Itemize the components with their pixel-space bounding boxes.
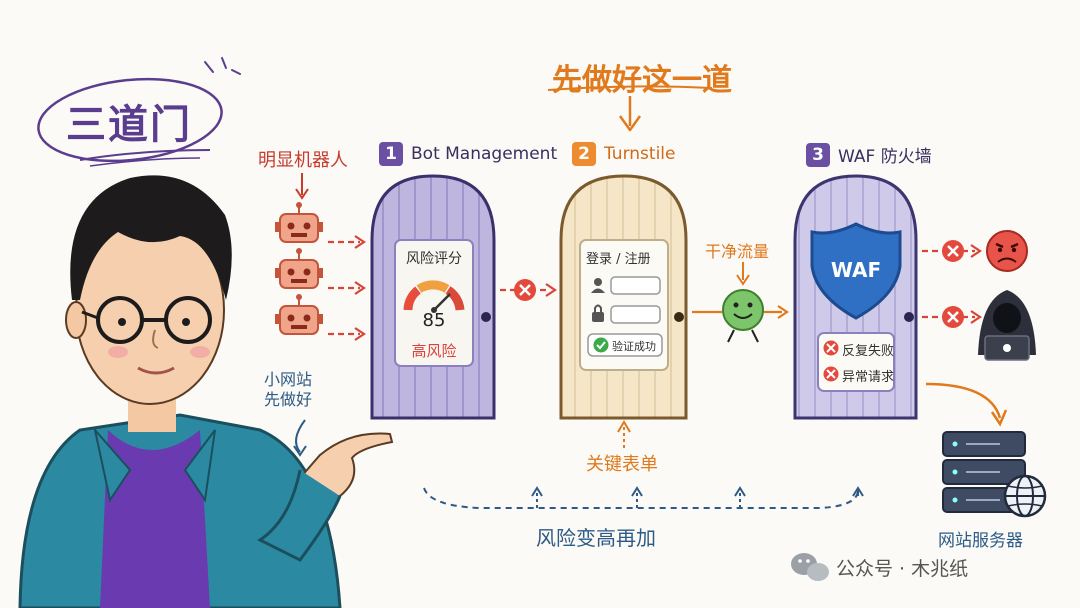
small-site-note-line2: 先做好 — [264, 390, 313, 409]
risk-increase-label: 风险变高再加 — [536, 526, 656, 550]
server-arrow — [925, 382, 1008, 427]
door3-name: WAF 防火墙 — [838, 147, 932, 167]
door1-title: 1 Bot Management — [379, 142, 557, 166]
door3-number: 3 — [806, 142, 830, 167]
page-title: 三道门 — [66, 102, 192, 148]
robot-icon — [275, 294, 323, 335]
waf-block-arrows — [922, 240, 982, 328]
waf-item-abnormal-request: 异常请求 — [842, 370, 895, 385]
x-icon — [514, 279, 536, 301]
risk-score-title: 风险评分 — [406, 251, 462, 267]
clean-traffic-label: 干净流量 — [705, 242, 770, 261]
robot-arrows — [328, 235, 366, 341]
door3-title: 3 WAF 防火墙 — [806, 142, 932, 167]
gauge-icon — [403, 280, 465, 313]
small-site-note: 小网站 先做好 — [264, 370, 312, 410]
bots-label: 明显机器人 — [258, 150, 348, 171]
door-bot-management — [370, 174, 496, 420]
server-label: 网站服务器 — [938, 531, 1023, 551]
waf-item-repeated-failure: 反复失败 — [842, 344, 895, 359]
x-icon — [823, 340, 839, 356]
risk-level-label: 高风险 — [411, 342, 457, 360]
top-note-arrow — [547, 85, 713, 132]
user-icon — [591, 278, 605, 293]
smiley-icon — [722, 289, 764, 343]
key-forms-label: 关键表单 — [586, 454, 658, 475]
door2-name: Turnstile — [604, 144, 676, 164]
server-icon — [942, 431, 1026, 513]
clean-traffic-arrow — [692, 262, 789, 319]
blocked-arrow — [500, 279, 557, 301]
check-icon — [593, 337, 609, 353]
small-site-note-line1: 小网站 — [264, 370, 313, 389]
shield-icon — [810, 222, 902, 320]
angry-face-icon — [986, 230, 1028, 272]
lock-icon — [592, 304, 604, 322]
verify-success-label: 验证成功 — [612, 340, 656, 353]
login-register-title: 登录 / 注册 — [586, 252, 651, 267]
robot-icon — [275, 202, 323, 243]
door-turnstile — [559, 174, 688, 420]
risk-increase-line — [423, 486, 864, 509]
x-icon — [823, 366, 839, 382]
waf-shield-label: WAF — [830, 258, 882, 282]
small-site-arrow — [293, 419, 307, 457]
wechat-icon — [791, 553, 829, 581]
door1-number: 1 — [379, 142, 403, 166]
person-illustration — [18, 175, 394, 608]
key-forms-arrow — [617, 420, 631, 448]
top-note: 先做好这一道 — [552, 63, 732, 98]
bots-arrow — [295, 173, 309, 200]
risk-score-value: 85 — [422, 310, 446, 331]
title-circle — [37, 57, 241, 167]
hacker-icon — [978, 290, 1036, 361]
door2-title: 2 Turnstile — [572, 142, 675, 166]
robot-icon — [275, 248, 323, 289]
door1-name: Bot Management — [411, 144, 558, 164]
watermark: 公众号 · 木兆纸 — [836, 558, 969, 580]
door2-number: 2 — [572, 142, 596, 166]
door-waf — [793, 174, 918, 420]
globe-icon — [1003, 474, 1047, 518]
